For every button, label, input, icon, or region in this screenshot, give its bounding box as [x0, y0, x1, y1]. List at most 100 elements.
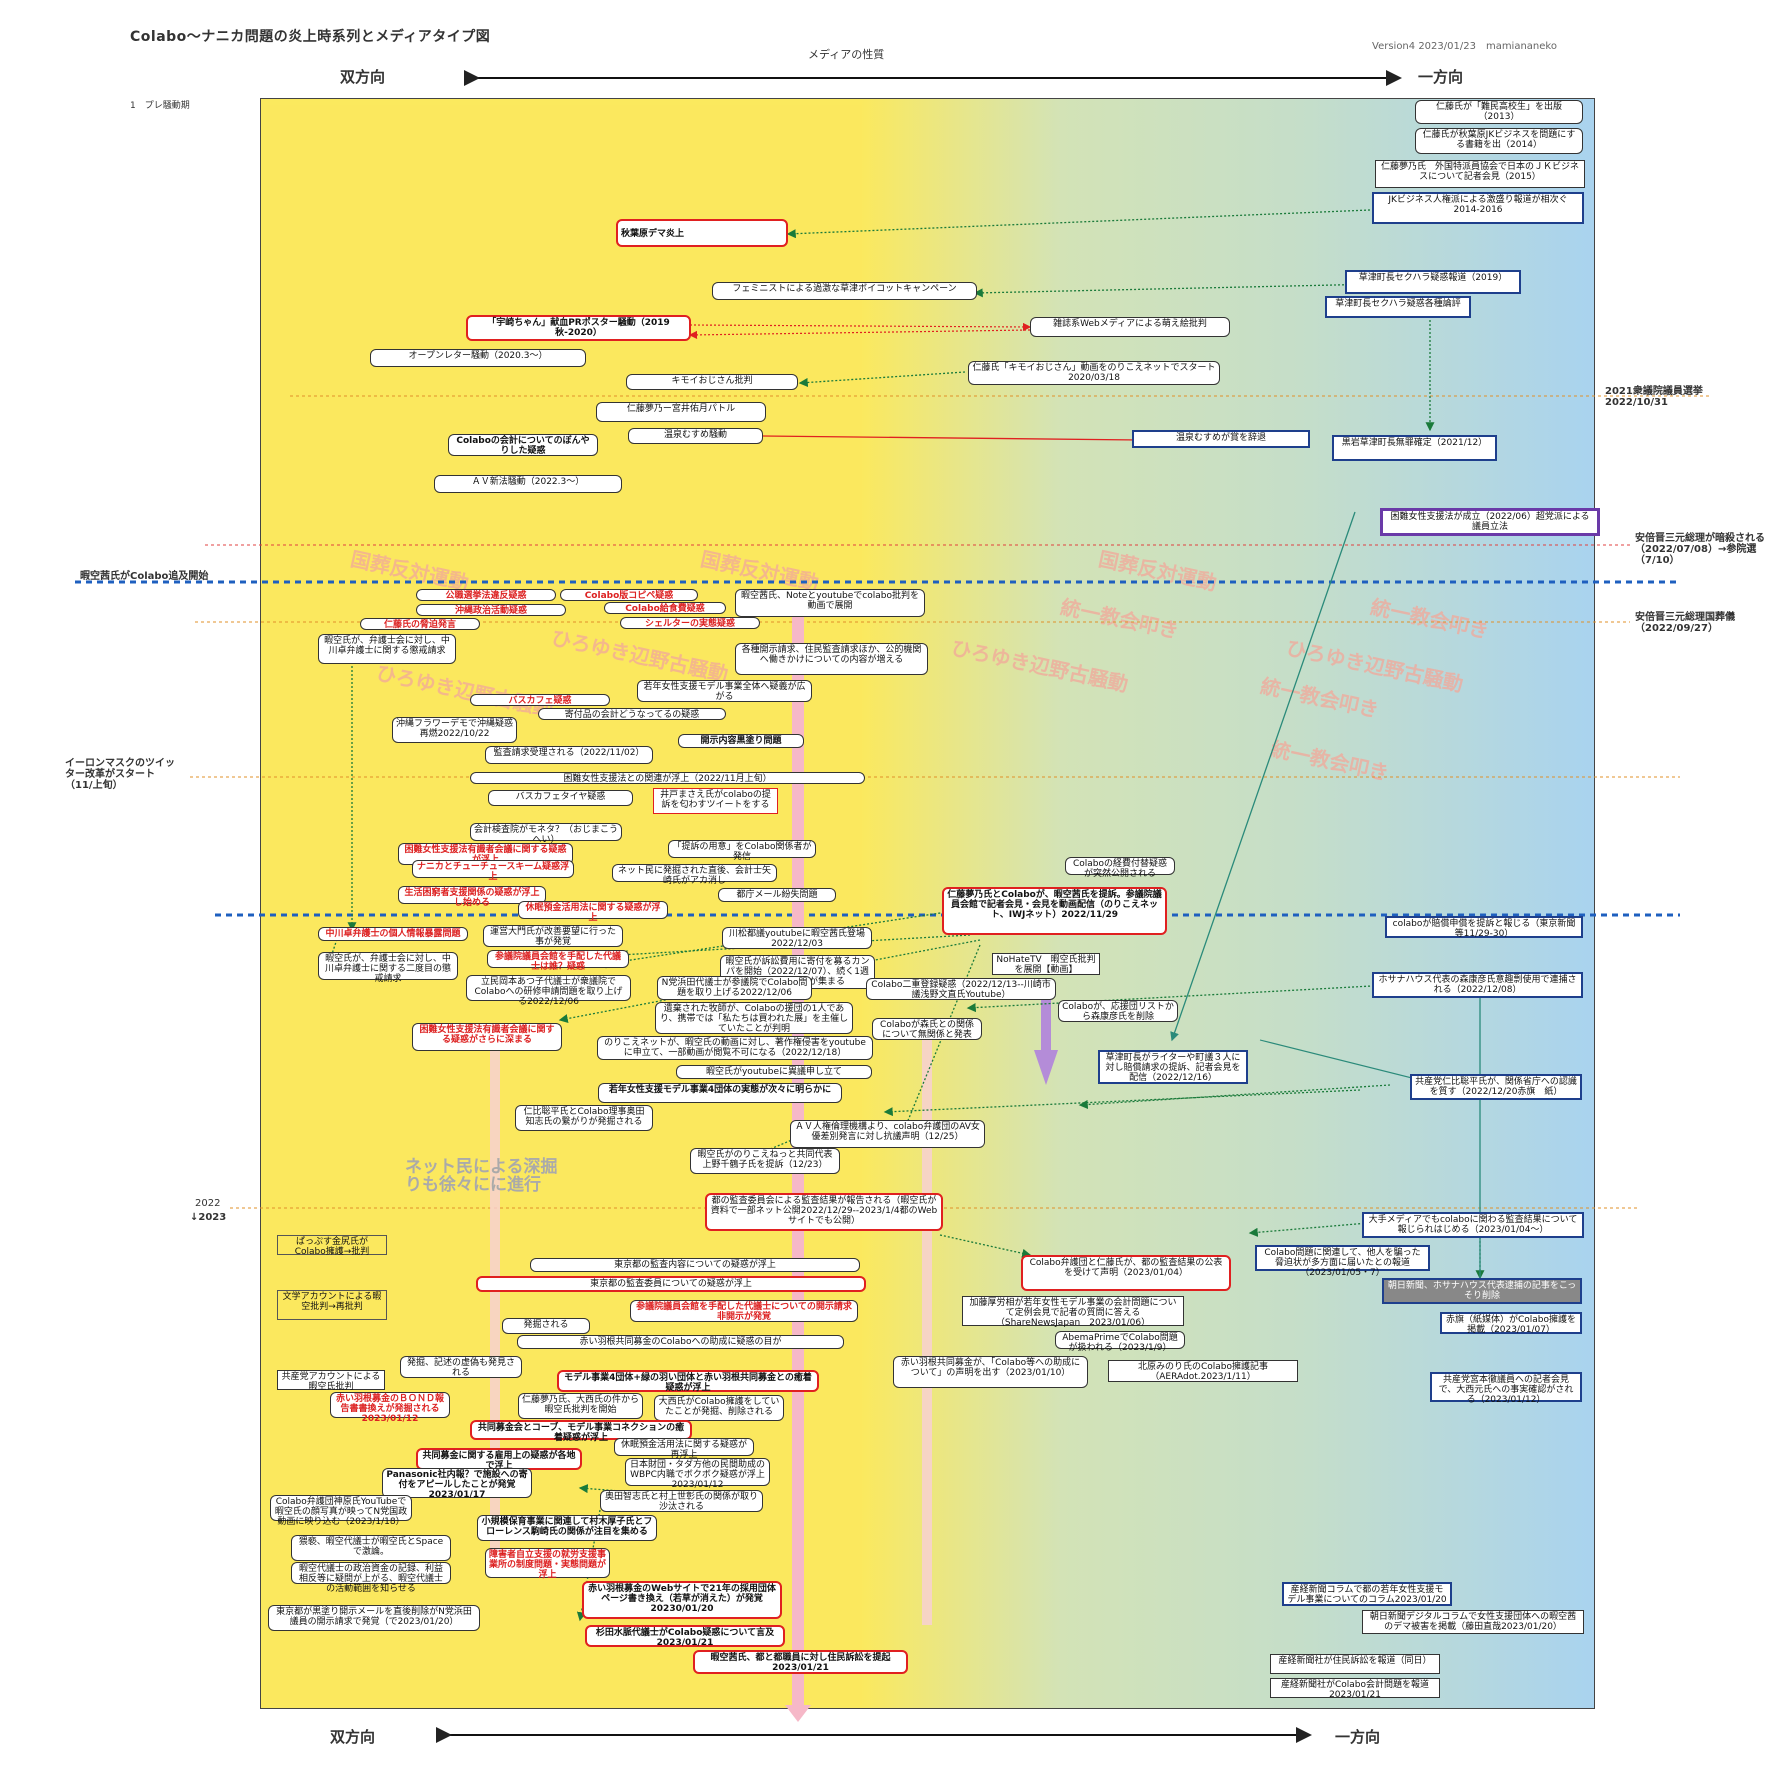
event-box: Colaboの会計についてのぼんやりした疑惑 — [448, 434, 598, 456]
event-box: 共産党仁比聡平氏が、関係省庁への認識を質す（2022/12/20赤旗 紙） — [1410, 1074, 1582, 1100]
right-direction-label-top: 一方向 — [1418, 68, 1464, 86]
event-box: 仁藤氏が秋葉原JKビジネスを問題にする書籍を出（2014） — [1415, 128, 1583, 154]
event-box: 開示内容黒塗り問題 — [678, 734, 804, 748]
event-box: 赤い羽根共同募金のColaboへの助成に疑惑の目が — [517, 1335, 844, 1349]
side-label-himasora-start: 暇空茜氏がColabo追及開始 — [80, 571, 209, 582]
event-box: 参議院議員会館を手配した代議士は誰？疑惑 — [487, 950, 629, 972]
event-box: フェミニストによる過激な草津ボイコットキャンペーン — [712, 282, 977, 300]
event-box: Colabo二重登録疑惑（2022/12/13--川崎市議浅野文直氏Youtub… — [866, 978, 1056, 1000]
event-box: 障害者自立支援の就労支援事業所の制度問題・実態問題が浮上 — [485, 1548, 610, 1580]
event-box: 川松都議youtubeに暇空茜氏登場2022/12/03 — [722, 927, 872, 949]
event-box: 仁藤氏の脅迫発言 — [360, 618, 480, 630]
event-box: 仁藤夢乃氏とColaboが、暇空茜氏を提訴。参議院議員会館で記者会見・会見を動画… — [942, 887, 1167, 935]
event-box: Colaboが森氏との関係について無関係と発表 — [872, 1018, 982, 1040]
event-box: 草津町長セクハラ疑惑各種論評 — [1325, 296, 1471, 318]
event-box: 共産党アカウントによる暇空氏批判 — [277, 1370, 385, 1392]
event-box: ホサナハウス代表の森康彦氏意趣剽使用で連捕される（2022/12/08） — [1372, 972, 1583, 998]
event-box: 小規模保育事業に関連して村木厚子氏とフローレンス駒崎氏の関係が注目を集める — [477, 1515, 657, 1541]
event-box: Colabo弁護団神原氏YouTubeで暇空氏の顔写真が映ってN党国政動画に映り… — [270, 1495, 412, 1527]
event-box: Colabo問題に関連して、他人を騙った脅迫状が多方面に届いたとの報道（2023… — [1255, 1245, 1430, 1278]
event-box: 暇空氏が、弁護士会に対し、中川卓弁護士に関する懲戒請求 — [318, 634, 456, 664]
event-box: モデル事業4団体+緑の羽い団体と赤い羽根共同募金との癒着疑惑が浮上 — [557, 1370, 819, 1393]
event-box: 黒岩草津町長無罪確定（2021/12） — [1332, 435, 1497, 461]
event-box: 監査請求受理される（2022/11/02） — [485, 746, 653, 764]
event-box: ＡＶ新法騒動（2022.3～） — [434, 475, 622, 493]
event-box: 朝日新聞、ホサナハウス代表逮捕の記事をこっそり削除 — [1382, 1278, 1582, 1304]
event-box: colaboが賠償申償を提訴と報じる（東京新聞等11/29-30） — [1385, 916, 1583, 939]
event-box: Colaboが、応援団リストから森康彦氏を削除 — [1058, 1000, 1178, 1022]
event-box: 発掘される — [502, 1318, 590, 1334]
event-box: N党浜田代議士が参議院でColabo問題を取り上げる2022/12/06 — [657, 976, 812, 1000]
event-box: NoHateTV 暇空氏批判を展開【動画】 — [992, 953, 1100, 975]
event-box: バスカフェ疑惑 — [470, 694, 610, 706]
event-box: 発掘、記述の虚偽も発見される — [400, 1356, 522, 1378]
event-box: 草津町長がライターや町議３人に対し賠償請求の提訴、記者会見を配信（2022/12… — [1098, 1050, 1248, 1084]
event-box: 温泉むすめ騒動 — [628, 428, 763, 444]
event-box: 仁藤夢乃氏 外国特派員協会で日本のＪＫビジネスについて記者会見（2015） — [1375, 160, 1585, 188]
event-box: 暇空茜氏、Noteとyoutubeでcolabo批判を動画で展開 — [735, 589, 925, 617]
event-box: 困難女性支援法が成立（2022/06）超党派による議員立法 — [1380, 508, 1600, 536]
event-box: 参議院議員会館を手配した代議士についての開示請求非開示が発覚 — [630, 1300, 858, 1322]
event-box: ＡＶ人権倫理機構より、colabo弁護団のAV女優差別発言に対し抗議声明（12/… — [790, 1120, 985, 1148]
event-box: ナニカとチューチュースキーム疑惑浮上 — [412, 860, 574, 882]
event-box: 草津町長セクハラ疑惑報道（2019） — [1345, 270, 1521, 294]
event-box: キモイおじさん批判 — [626, 374, 798, 390]
event-box: 共同募金に関する雇用上の疑惑が各地で浮上 — [416, 1448, 582, 1471]
side-label-election: 2021衆議院議員選挙2022/10/31 — [1605, 386, 1703, 408]
version-label: Version4 2023/01/23 mamiananeko — [1372, 41, 1557, 52]
event-box: 仁藤氏「キモイおじさん」動画をのりこえネットでスタート2020/03/18 — [968, 361, 1220, 385]
right-direction-label-bottom: 一方向 — [1335, 1728, 1381, 1746]
event-box: 共同募金会とコーブ、モデル事業コネクションの癒着疑惑が浮上 — [470, 1420, 692, 1443]
event-box: 生活困窮者支援関係の疑惑が浮上し始める — [398, 886, 546, 908]
event-box: 秋葉原デマ炎上 — [616, 219, 788, 247]
section-label: 1 プレ騒動期 — [130, 101, 190, 111]
event-box: シェルターの実態疑惑 — [620, 617, 760, 629]
event-box: 都の監査委員会による監査結果が報告される（暇空氏が資料で一部ネット公開2022/… — [705, 1193, 943, 1231]
event-box: 奥田智志氏と村上世彰氏の関係が取り沙汰される — [600, 1490, 763, 1512]
event-box: 産経新聞社が住民訴訟を報道（同日） — [1270, 1654, 1440, 1674]
event-box: 産経新聞社がColabo会計問題を報道2023/01/21 — [1270, 1678, 1440, 1700]
event-box: 赤い羽根共同募金が、「Colabo等への助成について」の声明を出す（2023/0… — [893, 1356, 1088, 1388]
event-box: 沖縄フラワーデモで沖縄疑惑再燃2022/10/22 — [392, 717, 517, 743]
event-box: オープンレター騒動（2020.3～） — [370, 349, 586, 367]
event-box: 寄付品の会計どうなってるの疑惑 — [538, 708, 726, 720]
event-box: 困難女性支援法との関連が浮上（2022/11月上旬） — [470, 772, 865, 784]
event-box: 遺棄された牧師が、Colaboの援団の1人であり、携帯では「私たちは買われた展」… — [655, 1002, 853, 1034]
event-box: JKビジネス人権派による激盛り報道が相次ぐ2014-2016 — [1372, 192, 1584, 224]
event-box: 沖縄政治活動疑惑 — [416, 604, 566, 616]
event-box: Panasonic社内報？で施設への寄付をアピールしたことが発覚2023/01/… — [382, 1468, 532, 1500]
left-direction-label-bottom: 双方向 — [330, 1728, 376, 1746]
side-label-2023: ↓2023 — [190, 1212, 227, 1223]
side-label-abe-funeral: 安倍晋三元総理国葬儀（2022/09/27） — [1635, 612, 1735, 634]
event-box: 仁藤夢乃氏、大西氏の件から暇空氏批判を開始 — [518, 1393, 643, 1419]
event-box: 東京都の監査委員についての疑惑が浮上 — [476, 1276, 866, 1292]
event-box: 暇空氏が、弁護士会に対し、中川卓弁護士に関する二度目の懲戒請求 — [318, 952, 458, 984]
event-box: 会計検査院がモネタ？（おじまこうへい） — [470, 823, 622, 845]
event-box: バスカフェタイヤ疑惑 — [488, 790, 633, 806]
event-box: 暇空代議士の政治資金の記録、利益相反等に疑問が上がる、暇空代議士の活動範囲を知ら… — [291, 1562, 451, 1594]
event-box: 井戸まさえ氏がcolaboの提訴を匂わすツイートをする — [653, 788, 778, 814]
event-box: 仁藤氏が「難民高校生」を出版（2013） — [1415, 100, 1583, 124]
event-box: Colaboの経費付替疑惑が突然公開される — [1065, 857, 1175, 879]
event-box: 若年女性支援モデル事業4団体の実態が次々に明らかに — [598, 1083, 842, 1103]
event-box: 公職選挙法違反疑惑 — [416, 589, 556, 601]
left-direction-label-top: 双方向 — [340, 68, 386, 86]
event-box: 産経新聞コラムで都の若年女性支援モデル事業についてのコラム2023/01/20 — [1282, 1582, 1452, 1606]
event-box: 運営大門氏が改善要望に行った事が発覚 — [483, 925, 623, 947]
event-box: 赤い羽根募金のWebサイトで21年の採用団体ページ書き換え（若草が消えた）が発覚… — [582, 1581, 782, 1619]
axis-title-top: メディアの性質 — [808, 48, 885, 61]
netizen-digging-note: ネット民による深掘りも徐々にに進行 — [405, 1157, 558, 1195]
event-box: 朝日新聞デジタルコラムで女性支援団体への暇空茜のデマ被害を掲載（藤田直哉2023… — [1362, 1610, 1584, 1634]
event-box: 大西氏がColabo擁護をしていたことが発掘、削除される — [654, 1395, 784, 1421]
event-box: 仁比聡平氏とColabo理事奥田知志氏の繋がりが発掘される — [515, 1105, 653, 1131]
event-box: 東京都の監査内容についての疑惑が浮上 — [530, 1258, 860, 1272]
page-title: Colabo～ナニカ問題の炎上時系列とメディアタイプ図 — [130, 29, 491, 45]
event-box: 赤い羽根募金のＢＯＮＤ報告書書換えが発掘される2023/01/12 — [330, 1392, 450, 1424]
event-box: 北原みのり氏のColabo擁護記事（AERAdot.2023/1/11） — [1108, 1360, 1298, 1382]
event-box: 共産党宮本徹議員への記者会見で、大西元氏への事実確認がされる（2023/01/1… — [1430, 1372, 1582, 1405]
event-box: 暇空茜氏、都と都職員に対し住民訴訟を提起2023/01/21 — [693, 1650, 908, 1674]
event-box: 暇空氏がyoutubeに異議申し立て — [676, 1065, 872, 1079]
event-box: 各種開示請求、住民監査請求ほか、公的機関へ働きかけについての内容が増える — [735, 643, 928, 675]
event-box: 暇空氏がのりこえねっと共同代表上野千鶴子氏を提訴（12/23） — [690, 1148, 840, 1174]
event-box: Colabo弁護団と仁藤氏が、都の監査結果の公表を受けて声明（2023/01/0… — [1021, 1255, 1231, 1291]
